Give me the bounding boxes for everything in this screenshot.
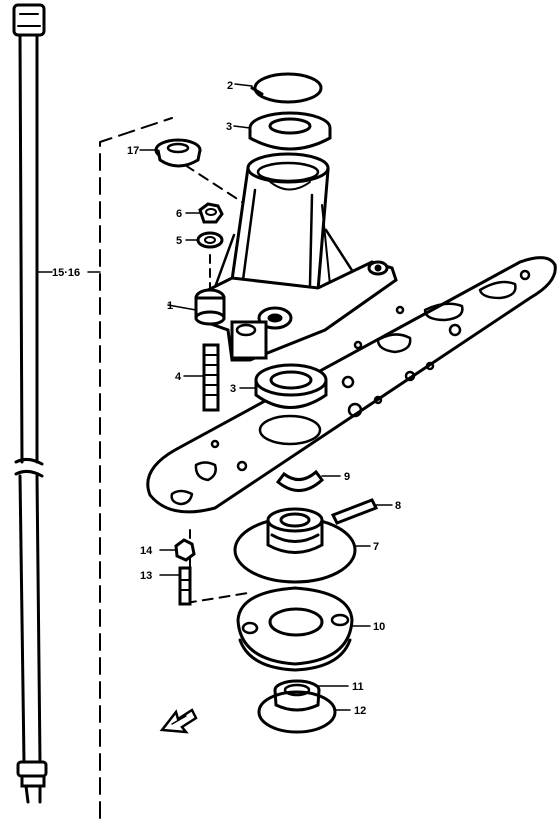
washer-5 — [185, 231, 224, 249]
oil-seal-top — [233, 111, 332, 151]
callout-13: 13 — [140, 570, 152, 582]
callout-10: 10 — [373, 621, 385, 633]
callout-2: 2 — [227, 80, 233, 92]
impeller — [233, 507, 371, 584]
callout-1: 1 — [167, 300, 173, 312]
drive-shaft — [12, 3, 48, 804]
pin-8 — [330, 498, 393, 525]
callout-14: 14 — [140, 545, 153, 557]
pump-case — [167, 152, 398, 362]
callout-17: 17 — [127, 145, 139, 157]
gasket-plate — [146, 256, 557, 514]
callout-12: 12 — [354, 705, 366, 717]
wear-plate — [236, 586, 371, 672]
oil-seal-lower — [239, 363, 328, 409]
stud-bolt — [183, 343, 220, 412]
bolt-13 — [159, 566, 192, 606]
seal-11 — [273, 679, 349, 712]
callout-9: 9 — [344, 471, 350, 483]
callout-6: 6 — [176, 208, 182, 220]
callout-15-16: 15·16 — [52, 267, 80, 279]
callout-3-lower: 3 — [230, 383, 236, 395]
nut-6 — [185, 202, 224, 224]
snap-ring — [234, 72, 323, 104]
o-ring-12 — [257, 690, 351, 734]
callout-5: 5 — [176, 235, 182, 247]
nut-14 — [159, 538, 196, 562]
callout-8: 8 — [395, 500, 401, 512]
callout-11: 11 — [352, 681, 364, 693]
front-arrow-icon — [159, 708, 198, 734]
callout-3-top: 3 — [226, 121, 232, 133]
callout-4: 4 — [175, 371, 182, 383]
ring-9 — [275, 469, 341, 492]
callout-7: 7 — [373, 541, 379, 553]
grommet — [139, 138, 202, 168]
